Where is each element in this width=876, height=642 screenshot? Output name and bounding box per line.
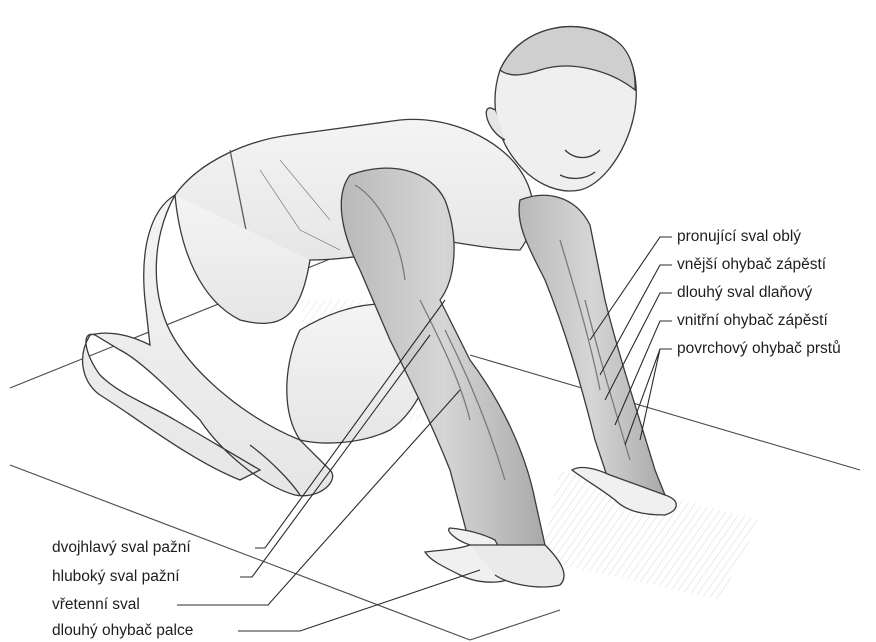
far-arm [519, 195, 676, 515]
label-brachioradialis: vřetenní sval [52, 596, 140, 614]
label-flexor-digitorum-superficialis: povrchový ohybač prstů [677, 340, 841, 358]
label-biceps-brachii: dvojhlavý sval pažní [52, 539, 191, 557]
label-flexor-pollicis-longus: dlouhý ohybač palce [52, 622, 193, 640]
label-palmaris-longus: dlouhý sval dlaňový [677, 284, 812, 302]
leader-flexor-pollicis-longus [238, 570, 480, 631]
label-flexor-carpi-radialis: vnější ohybač zápěstí [677, 256, 826, 274]
label-pronator-teres: pronující sval oblý [677, 228, 801, 246]
label-flexor-carpi-ulnaris: vnitřní ohybač zápěstí [677, 312, 828, 330]
label-brachialis: hluboký sval pažní [52, 568, 180, 586]
